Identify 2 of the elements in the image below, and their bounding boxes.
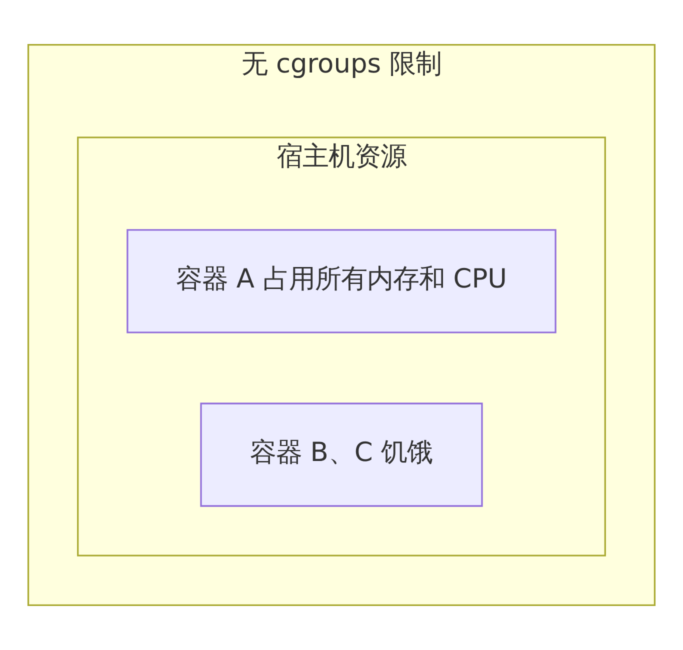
node-box: 容器 A 占用所有内存和 CPU — [126, 229, 556, 334]
node-box: 容器 B、C 饥饿 — [200, 402, 483, 507]
